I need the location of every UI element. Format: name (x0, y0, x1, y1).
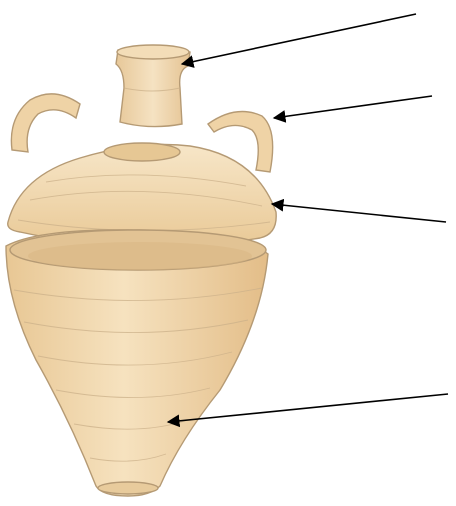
arrow-neck (182, 14, 416, 64)
arrow-handle (274, 96, 432, 118)
arrow-shoulder (272, 204, 446, 222)
body-part (6, 230, 268, 496)
neck-part (116, 45, 190, 127)
handle-left-part (11, 94, 80, 152)
